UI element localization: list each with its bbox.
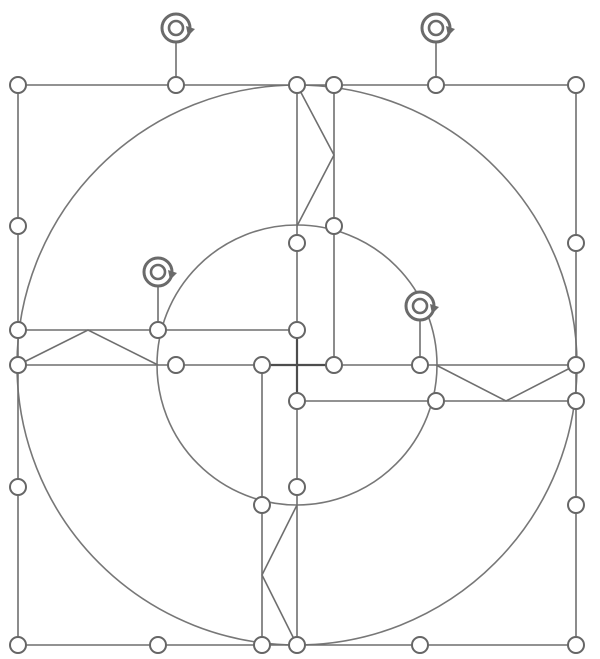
bottom-zigzag <box>261 504 298 646</box>
inner-handle-left-top[interactable] <box>149 321 167 339</box>
inner-handle-center-right[interactable] <box>325 356 343 374</box>
resize-handle-top-center[interactable] <box>288 76 306 94</box>
resize-handle-bottom-mid-right[interactable] <box>411 636 429 654</box>
resize-handle-left-mid-upper[interactable] <box>9 321 27 339</box>
resize-handle-right-mid-lower[interactable] <box>567 392 585 410</box>
resize-handle-top-right[interactable] <box>567 76 585 94</box>
resize-handle-right-upper[interactable] <box>567 234 585 252</box>
resize-handle-bottom-right[interactable] <box>567 636 585 654</box>
rotate-handle-icon[interactable] <box>142 256 177 288</box>
resize-handle-left-mid[interactable] <box>9 356 27 374</box>
rotate-handle-icon[interactable] <box>404 290 439 322</box>
inner-handle-right[interactable] <box>411 356 429 374</box>
left-zigzag <box>17 329 159 366</box>
resize-handle-bottom-center-left[interactable] <box>253 636 271 654</box>
resize-handle-top-left[interactable] <box>9 76 27 94</box>
inner-handle-top[interactable] <box>288 234 306 252</box>
resize-handle-top-mid-left[interactable] <box>167 76 185 94</box>
resize-handle-left-lower[interactable] <box>9 478 27 496</box>
resize-handle-right-mid[interactable] <box>567 356 585 374</box>
inner-handle-center-bottom[interactable] <box>288 392 306 410</box>
rotate-handle-icon[interactable] <box>420 12 455 44</box>
crosshair-icon <box>264 333 330 397</box>
inner-handle-bottom-left[interactable] <box>253 496 271 514</box>
resize-handle-top-center-right[interactable] <box>325 76 343 94</box>
resize-handle-bottom-left[interactable] <box>9 636 27 654</box>
resize-handle-bottom-center[interactable] <box>288 636 306 654</box>
inner-handle-top-right[interactable] <box>325 217 343 235</box>
inner-handle-bottom[interactable] <box>288 478 306 496</box>
top-zigzag <box>296 84 335 227</box>
resize-handle-bottom-mid-left[interactable] <box>149 636 167 654</box>
resize-handle-left-upper[interactable] <box>9 217 27 235</box>
inner-handle-center-left[interactable] <box>253 356 271 374</box>
right-zigzag <box>435 364 577 402</box>
inner-handle-center-top[interactable] <box>288 321 306 339</box>
resize-handle-right-lower[interactable] <box>567 496 585 514</box>
resize-handle-top-mid-right[interactable] <box>427 76 445 94</box>
inner-handle-left[interactable] <box>167 356 185 374</box>
inner-handle-right-bottom[interactable] <box>427 392 445 410</box>
rotate-handle-icon[interactable] <box>160 12 195 44</box>
